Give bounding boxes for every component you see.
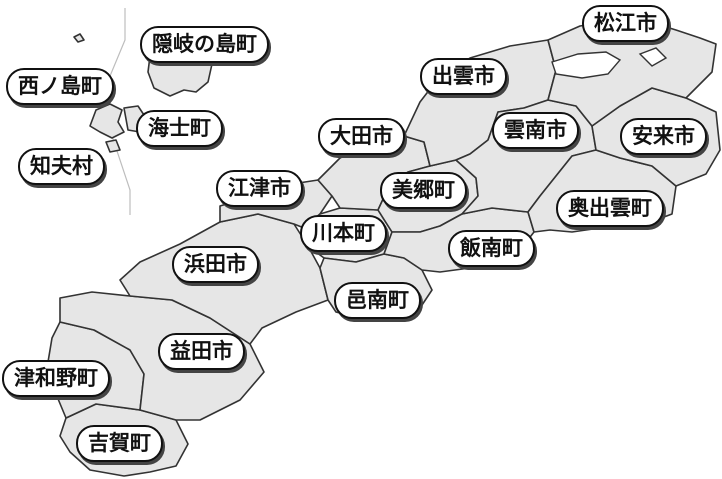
label-onan[interactable]: 邑南町: [334, 282, 421, 319]
lake-nakaumi: [638, 47, 668, 67]
label-ama[interactable]: 海士町: [136, 110, 223, 147]
label-chibu[interactable]: 知夫村: [18, 148, 105, 185]
label-yasugi[interactable]: 安来市: [620, 118, 707, 155]
label-okuizumo[interactable]: 奥出雲町: [556, 190, 664, 227]
label-nishinoshima[interactable]: 西ノ島町: [6, 68, 114, 105]
label-izumo[interactable]: 出雲市: [420, 58, 507, 95]
region-chibu[interactable]: [105, 139, 121, 153]
label-oda[interactable]: 大田市: [318, 118, 405, 155]
label-unnan[interactable]: 雲南市: [492, 112, 579, 149]
label-iinan[interactable]: 飯南町: [448, 230, 535, 267]
label-matsue[interactable]: 松江市: [582, 5, 669, 42]
label-yoshika[interactable]: 吉賀町: [76, 425, 163, 462]
label-okinoshima[interactable]: 隠岐の島町: [140, 26, 269, 63]
islet-1: [73, 33, 85, 43]
label-gotsu[interactable]: 江津市: [216, 170, 303, 207]
label-hamada[interactable]: 浜田市: [172, 246, 259, 283]
label-misato[interactable]: 美郷町: [380, 172, 467, 209]
region-nishinoshima[interactable]: [89, 103, 125, 139]
label-kawamoto[interactable]: 川本町: [300, 215, 387, 252]
label-masuda[interactable]: 益田市: [158, 333, 245, 370]
lake-shinji: [551, 51, 622, 79]
label-tsuwano[interactable]: 津和野町: [2, 360, 110, 397]
